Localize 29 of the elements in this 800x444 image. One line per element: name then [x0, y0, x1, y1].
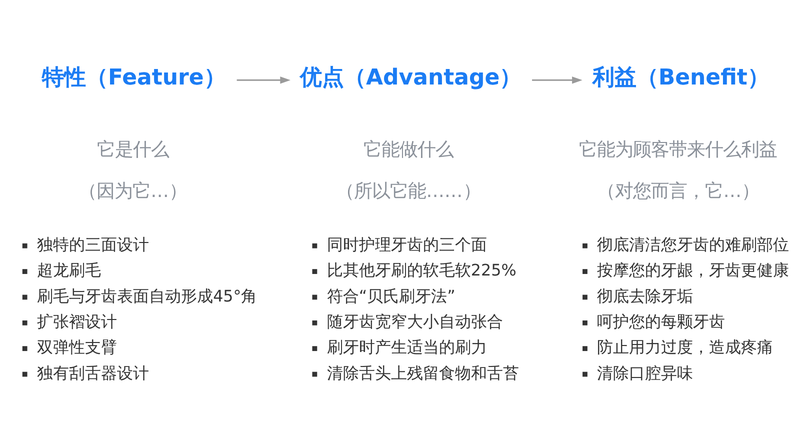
node-label: 彻底去除牙垢 — [597, 286, 694, 306]
node-label: 独特的三面设计 — [37, 235, 150, 254]
node-label: 扩张褶设计 — [37, 312, 118, 332]
node-label: 刷毛与牙齿表面自动形成45°角 — [37, 286, 258, 306]
node-text: 优点（Advantage） — [300, 65, 522, 90]
node-label: 随牙齿宽窄大小自动张合 — [326, 312, 503, 332]
node-label: 刷牙时产生适当的刷力 — [326, 338, 487, 357]
node-label: 独有刮舌器设计 — [37, 363, 150, 382]
node-label: 同时护理牙齿的三个面 — [326, 235, 487, 254]
node-label: 超龙刷毛 — [37, 260, 102, 280]
node-label: （因为它…） — [78, 180, 187, 202]
node-label: 呵护您的每颗牙齿 — [597, 312, 726, 332]
node-label: 按摩您的牙龈，牙齿更健康 — [597, 260, 790, 280]
node-label: 符合“贝氏刷牙法” — [326, 286, 456, 306]
node-text: 特性（Feature） — [42, 65, 226, 90]
node-label: 比其他牙刷的软毛软225% — [326, 260, 516, 280]
node-label: 它是什么 — [96, 139, 169, 160]
node-label: （所以它能……） — [336, 180, 481, 202]
node-label: 双弹性支臂 — [37, 338, 118, 357]
node-label: （对您而言，它…） — [597, 180, 760, 202]
node-label: 它能做什么 — [364, 139, 454, 160]
node-label: 清除舌头上残留食物和舌苔 — [326, 363, 519, 382]
node-label: 清除口腔异味 — [597, 363, 694, 382]
arrow — [532, 76, 582, 84]
arrow — [236, 76, 290, 84]
node-label: 防止用力过度，造成疼痛 — [597, 338, 774, 357]
node-label: 彻底清洁您牙齿的难刷部位 — [597, 235, 790, 254]
node-label: 它能为顾客带来什么利益 — [578, 139, 777, 160]
node-text: 利益（Benefit） — [592, 65, 770, 90]
